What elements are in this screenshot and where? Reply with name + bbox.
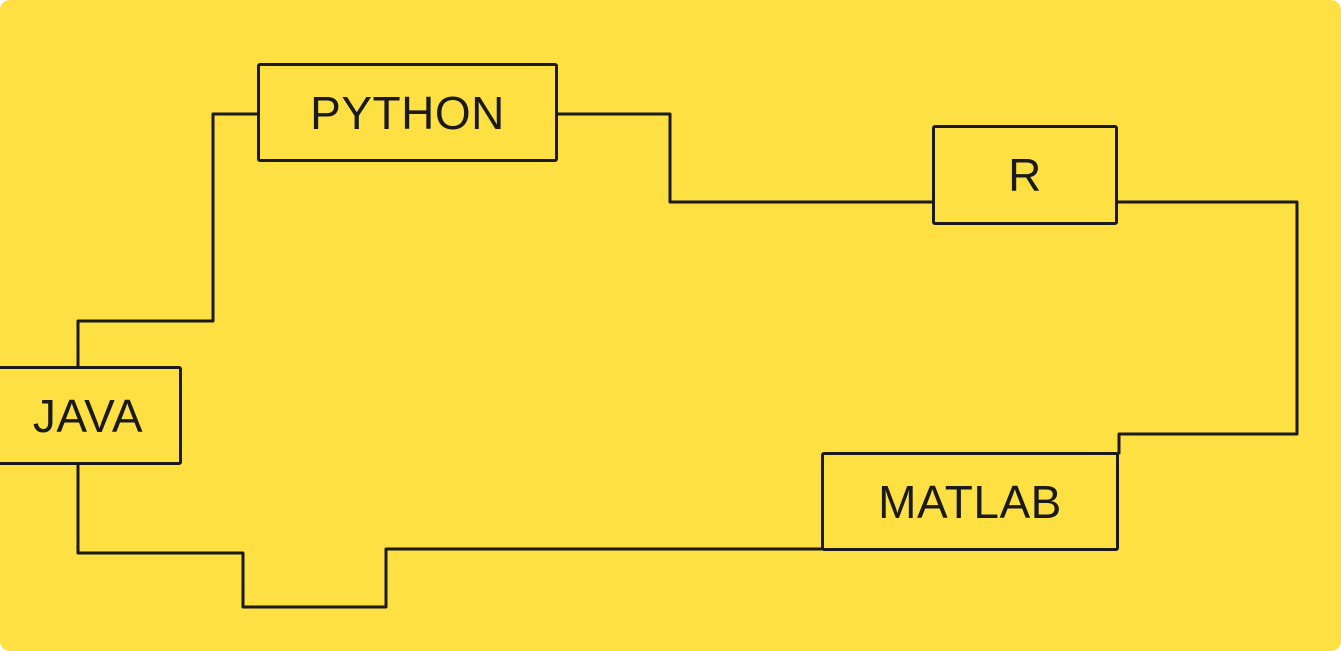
node-java-label: JAVA bbox=[32, 389, 144, 442]
node-python-label: PYTHON bbox=[310, 86, 505, 139]
connector-r-matlab bbox=[1116, 200, 1299, 455]
node-python: PYTHON bbox=[257, 63, 558, 162]
connector-matlab-java bbox=[76, 463, 823, 609]
node-java: JAVA bbox=[0, 366, 182, 465]
connector-python-r bbox=[556, 112, 934, 204]
connector-java-python bbox=[76, 112, 259, 369]
node-r: R bbox=[932, 125, 1118, 225]
node-r-label: R bbox=[1008, 149, 1042, 201]
node-matlab: MATLAB bbox=[821, 452, 1119, 551]
node-matlab-label: MATLAB bbox=[878, 475, 1062, 528]
